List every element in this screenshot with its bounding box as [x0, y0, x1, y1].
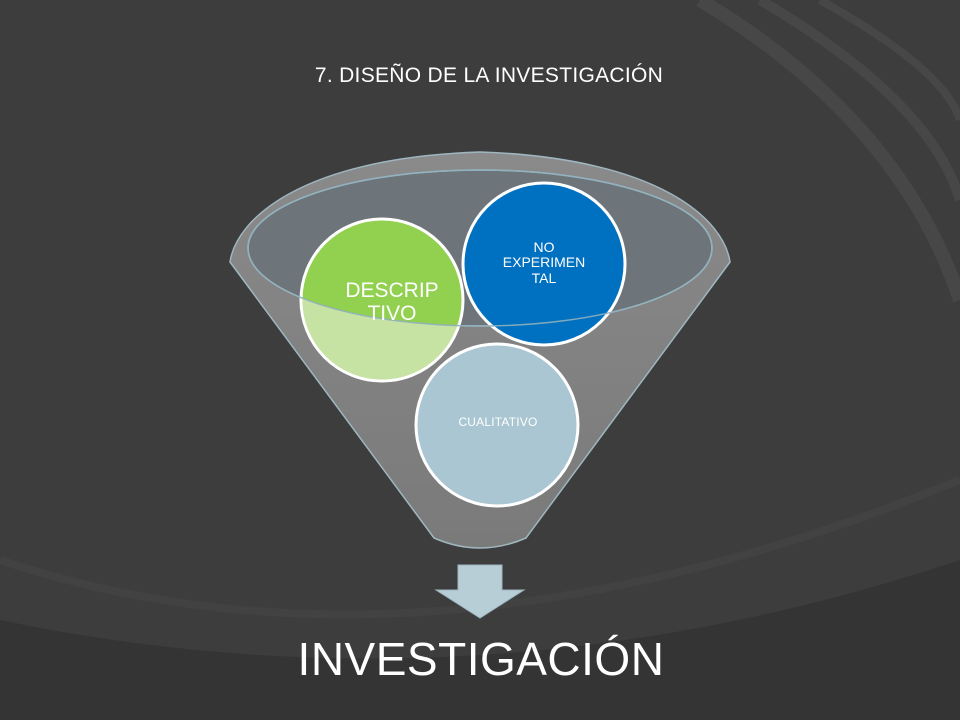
cualitativo-label: CUALITATIVO — [458, 415, 538, 430]
no-experimental-label: NO EXPERIMEN TAL — [502, 238, 586, 286]
investigacion-label: INVESTIGACIÓN — [297, 633, 665, 685]
circle-cualitativo — [414, 342, 580, 508]
circle-no-experimental — [461, 181, 627, 347]
descriptivo-label: DESCRIP TIVO — [345, 278, 439, 325]
slide-title: 7. DISEÑO DE LA INVESTIGACIÓN — [314, 64, 664, 87]
down-arrow — [434, 564, 526, 619]
